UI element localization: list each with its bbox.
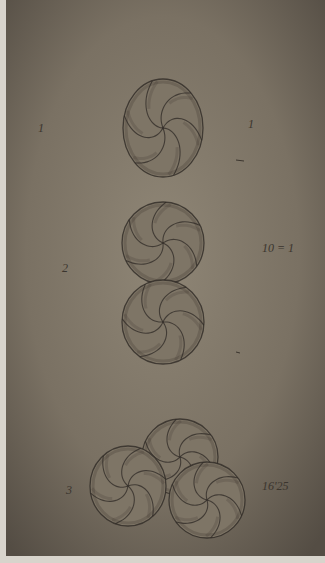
spoke-shading <box>196 464 207 483</box>
spoke-shading <box>128 111 143 134</box>
spoke-shading <box>184 246 192 269</box>
spoke-shading <box>155 263 171 281</box>
sketch-note: 10 = 1 <box>262 242 294 254</box>
spoke-shading <box>183 314 201 330</box>
sketch-note: 2 <box>62 262 68 274</box>
swirl-circle <box>90 446 166 526</box>
circle-outline <box>122 202 204 284</box>
circle-outline <box>90 446 166 526</box>
swirl-spoke <box>146 81 163 128</box>
spoke-shading <box>176 481 187 500</box>
spoke-shading <box>175 517 197 520</box>
spoke-shading <box>216 480 238 483</box>
paper-margin <box>0 0 6 563</box>
swirl-spoke <box>91 486 128 501</box>
spoke-shading <box>206 517 217 536</box>
swirl-circle <box>122 280 204 364</box>
spoke-shading <box>106 454 109 478</box>
spoke-shading <box>169 421 180 440</box>
spoke-shading <box>189 437 211 440</box>
swirl-spoke <box>167 419 180 457</box>
circle-outline <box>122 280 204 364</box>
spoke-shading <box>144 473 164 483</box>
rim-shading <box>125 283 201 361</box>
spoke-shading <box>92 488 112 498</box>
swirl-circle <box>122 202 204 284</box>
swirl-circle <box>169 462 245 538</box>
swirl-spoke <box>128 471 165 486</box>
spoke-shading <box>112 507 130 520</box>
spoke-shading <box>169 98 192 104</box>
swirl-spoke <box>207 500 220 538</box>
paper-margin <box>0 556 325 563</box>
swirl-figures <box>90 79 245 538</box>
pencil-dash <box>236 160 244 161</box>
sketch-note: 16'25 <box>262 480 289 492</box>
circle-outline <box>169 462 245 538</box>
sketch-note: 1 <box>248 118 254 130</box>
swirl-spoke <box>163 322 184 360</box>
circle-outline <box>123 79 203 177</box>
spoke-shading <box>155 205 171 223</box>
pencil-dash <box>236 352 240 353</box>
spoke-shading <box>183 123 198 146</box>
spoke-shading <box>133 153 156 159</box>
spoke-shading <box>176 225 200 230</box>
spoke-shading <box>125 314 143 330</box>
spoke-shading <box>126 452 144 465</box>
swirl-circle <box>123 79 203 177</box>
sketch-note: 1 <box>38 122 44 134</box>
spoke-shading <box>137 344 160 352</box>
spoke-shading <box>227 499 238 518</box>
spoke-shading <box>146 494 149 518</box>
swirl-spoke <box>163 128 180 175</box>
rim-shading <box>125 205 201 281</box>
spoke-shading <box>134 217 142 240</box>
spoke-shading <box>126 255 150 260</box>
sketch-note: 3 <box>66 484 72 496</box>
spoke-shading <box>145 284 150 308</box>
spoke-shading <box>149 82 157 109</box>
swirl-spoke <box>194 462 207 500</box>
spoke-shading <box>169 147 177 174</box>
spoke-shading <box>166 292 189 300</box>
spoke-shading <box>175 335 180 359</box>
